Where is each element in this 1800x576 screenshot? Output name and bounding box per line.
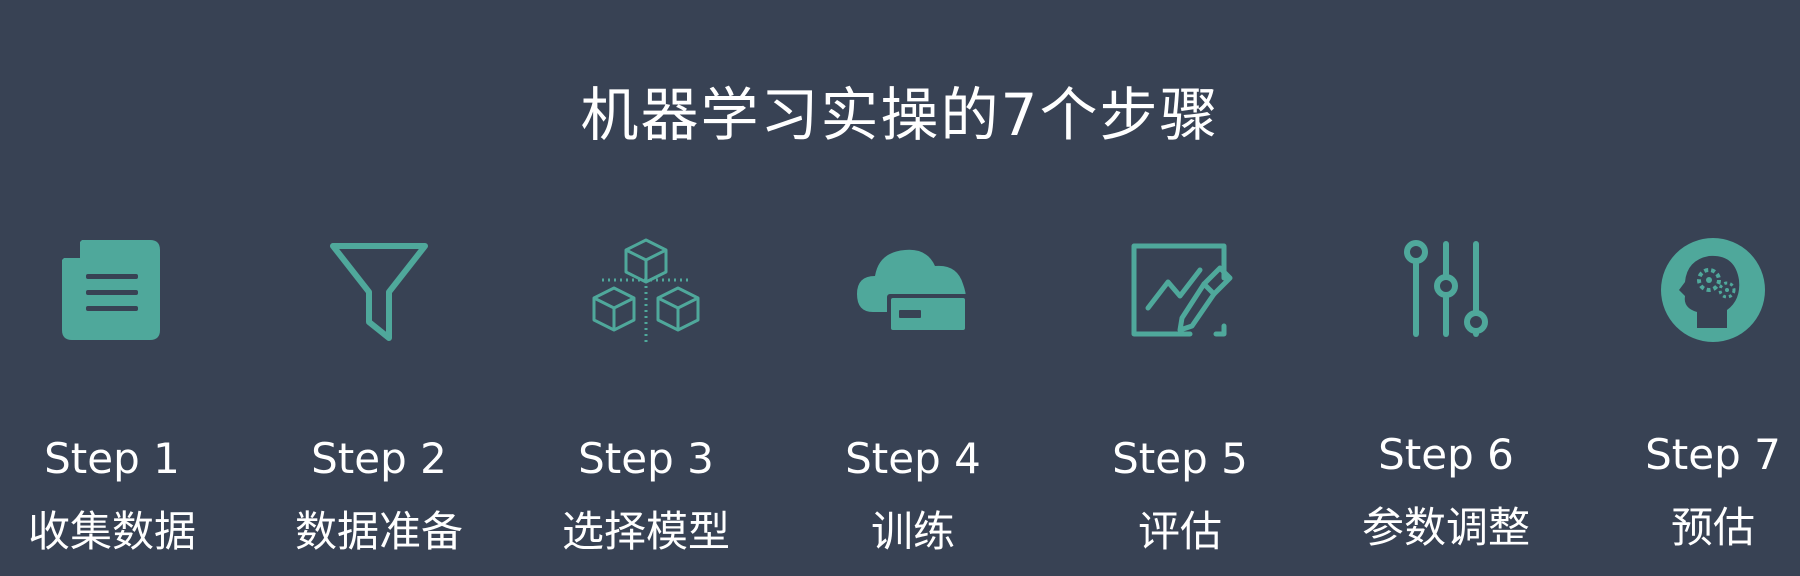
chart-edit-icon [1120,230,1240,350]
document-icon [52,230,172,350]
step-3-name: 选择模型 [561,507,730,556]
cubes-icon [586,230,706,350]
step-2-name: 数据准备 [294,507,463,556]
brain-gears-icon [1653,230,1773,350]
step-2-label: Step 2 [311,434,447,483]
step-4-name: 训练 [870,507,955,556]
cloud-server-icon [853,230,973,350]
step-6-name: 参数调整 [1361,503,1530,552]
step-5-name: 评估 [1137,507,1222,556]
step-1-label: Step 1 [44,434,180,483]
sliders-icon [1386,230,1506,350]
step-5-label: Step 5 [1112,434,1248,483]
step-4-label: Step 4 [845,434,981,483]
step-1-name: 收集数据 [27,507,196,556]
funnel-icon [319,230,439,350]
step-6-label: Step 6 [1378,430,1514,479]
step-7-label: Step 7 [1645,430,1781,479]
step-7-name: 预估 [1670,503,1755,552]
page-title: 机器学习实操的7个步骤 [580,81,1220,149]
step-3-label: Step 3 [578,434,714,483]
